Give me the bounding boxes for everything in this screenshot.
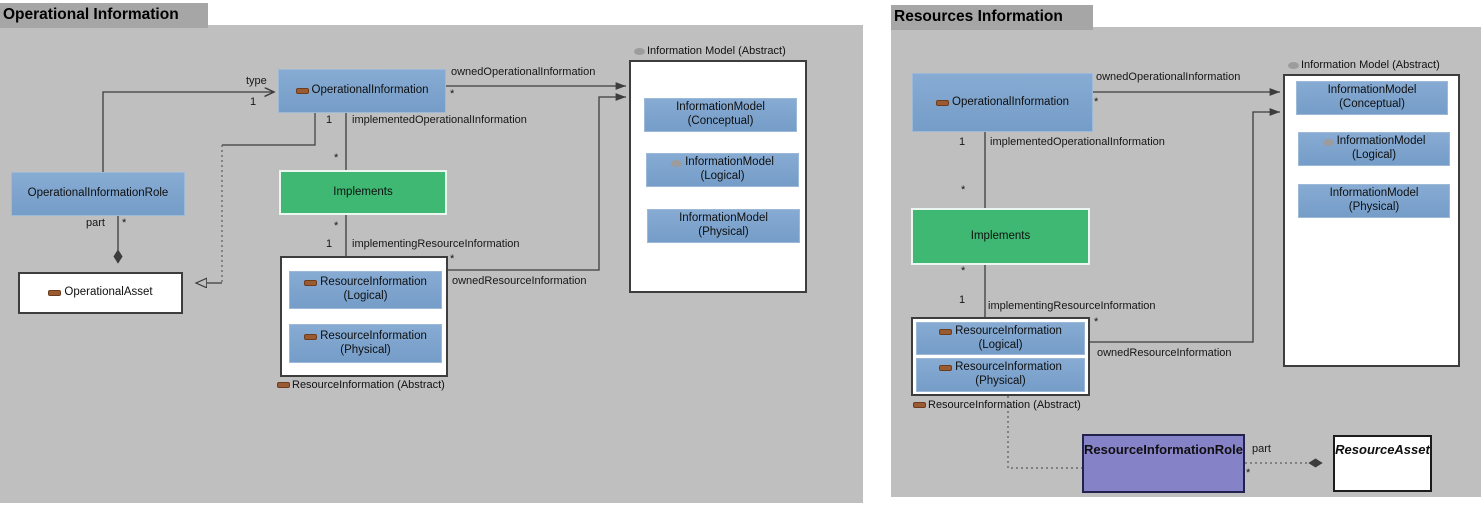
block-icon [939, 365, 953, 372]
edge-mult: * [961, 184, 966, 196]
node-information-model-physical[interactable]: InformationModel (Physical) [647, 209, 800, 243]
edge-label-implemented-operational-information: implementedOperationalInformation [352, 114, 527, 126]
edge-label-owned-resource-information: ownedResourceInformation [1097, 347, 1232, 359]
node-resource-information-logical[interactable]: ResourceInformation (Logical) [916, 322, 1085, 355]
container-label-resource-information-abstract: ResourceInformation (Abstract) [913, 399, 1081, 411]
edge-mult: 1 [959, 136, 966, 148]
node-label: ResourceInformation [955, 361, 1062, 374]
node-resource-information-logical[interactable]: ResourceInformation (Logical) [289, 271, 442, 309]
container-label-information-model-abstract: Information Model (Abstract) [1288, 59, 1440, 71]
edge-mult: 1 [250, 96, 257, 108]
block-icon [304, 280, 318, 287]
container-information-model-abstract[interactable]: InformationModel (Conceptual) Informatio… [629, 60, 807, 293]
abstract-ellipse-icon [1288, 61, 1299, 69]
node-information-model-conceptual[interactable]: InformationModel (Conceptual) [644, 98, 797, 132]
node-implements[interactable]: Implements [279, 170, 447, 215]
edge-label-implementing-resource-information: implementingResourceInformation [352, 238, 520, 250]
edge-label-type: type [246, 75, 267, 87]
container-information-model-abstract[interactable]: InformationModel (Conceptual) Informatio… [1283, 74, 1460, 367]
edge-label-owned-operational-information: ownedOperationalInformation [1096, 71, 1241, 83]
node-label-line2: (Conceptual) [687, 115, 754, 127]
node-information-model-logical[interactable]: InformationModel (Logical) [646, 153, 799, 187]
node-label: OperationalAsset [64, 286, 153, 299]
node-label-line2: (Logical) [978, 338, 1023, 351]
node-label-line2: (Logical) [700, 170, 745, 182]
node-information-model-physical[interactable]: InformationModel (Physical) [1298, 184, 1450, 218]
node-label: ResourceInformation [955, 324, 1062, 337]
edge-label-part: part [86, 217, 105, 229]
edge-mult: 1 [326, 114, 333, 126]
container-label-information-model-abstract: Information Model (Abstract) [634, 45, 786, 57]
edge-mult: 1 [959, 294, 966, 306]
edge-mult: * [122, 217, 127, 229]
block-icon [304, 333, 318, 340]
edge-mult: * [334, 152, 339, 164]
edge-mult: * [450, 253, 455, 265]
node-label-line2: (Physical) [340, 343, 391, 356]
node-information-model-logical[interactable]: InformationModel (Logical) [1298, 132, 1450, 166]
node-operational-information[interactable]: OperationalInformation [912, 73, 1093, 132]
node-label: InformationModel [1327, 84, 1417, 97]
node-resource-information-physical[interactable]: ResourceInformation (Physical) [289, 324, 442, 363]
edge-mult: * [1094, 96, 1099, 108]
block-icon [295, 88, 309, 94]
edge-mult: * [334, 220, 339, 232]
node-label: InformationModel [1336, 135, 1426, 148]
edge-label-implementing-resource-information: implementingResourceInformation [988, 300, 1156, 312]
container-resource-information-abstract[interactable]: ResourceInformation (Logical) ResourceIn… [280, 256, 448, 377]
node-label-line2: (Logical) [343, 290, 388, 302]
edge-mult: * [450, 88, 455, 100]
node-operational-information-role[interactable]: OperationalInformationRole [11, 172, 185, 216]
node-label-line2: (Physical) [1348, 201, 1400, 213]
node-resource-information-physical[interactable]: ResourceInformation (Physical) [916, 358, 1085, 392]
node-label: OperationalInformation [311, 84, 429, 97]
abstract-ellipse-icon [1322, 138, 1334, 146]
block-icon [277, 382, 290, 388]
container-resource-information-abstract[interactable]: ResourceInformation (Logical) ResourceIn… [911, 317, 1090, 396]
edge-label-part: part [1252, 443, 1271, 455]
edge-mult: * [1094, 316, 1099, 328]
node-implements[interactable]: Implements [911, 208, 1090, 265]
node-resource-asset[interactable]: ResourceAsset [1333, 435, 1432, 492]
node-operational-information[interactable]: OperationalInformation [278, 69, 446, 113]
edge-label-owned-resource-information: ownedResourceInformation [452, 275, 587, 287]
node-label: ResourceInformation [320, 276, 427, 289]
node-label-line2: (Physical) [975, 375, 1026, 387]
block-icon [939, 328, 953, 335]
node-label: ResourceInformation [320, 329, 427, 342]
node-label: InformationModel [679, 212, 768, 225]
diagram-title-resources: Resources Information [891, 5, 1093, 30]
node-label: Implements [970, 229, 1031, 242]
block-icon [936, 99, 949, 106]
node-information-model-conceptual[interactable]: InformationModel (Conceptual) [1296, 81, 1448, 115]
abstract-ellipse-icon [634, 47, 645, 55]
node-label: ResourceInformationRole [1084, 442, 1243, 457]
node-label-line2: (Physical) [698, 226, 749, 238]
node-label-line2: (Conceptual) [1339, 98, 1405, 110]
edge-mult: * [961, 265, 966, 277]
node-label: OperationalInformationRole [27, 187, 169, 200]
container-label-resource-information-abstract: ResourceInformation (Abstract) [277, 379, 445, 391]
block-icon [48, 290, 62, 296]
node-label: InformationModel [685, 156, 774, 169]
node-operational-asset[interactable]: OperationalAsset [18, 272, 183, 314]
edge-mult: 1 [326, 238, 333, 250]
node-label-line2: (Logical) [1351, 149, 1397, 161]
diagram-title-operational: Operational Information [0, 3, 208, 28]
node-label: Implements [333, 185, 393, 198]
node-label: InformationModel [1329, 187, 1419, 200]
node-label: ResourceAsset [1335, 442, 1430, 457]
edge-label-implemented-operational-information: implementedOperationalInformation [990, 136, 1165, 148]
edge-mult: * [1246, 467, 1251, 479]
edge-label-owned-operational-information: ownedOperationalInformation [451, 66, 596, 78]
node-label: OperationalInformation [952, 95, 1069, 108]
node-resource-information-role[interactable]: ResourceInformationRole [1082, 434, 1245, 493]
node-label: InformationModel [676, 101, 765, 114]
block-icon [913, 402, 926, 408]
abstract-ellipse-icon [671, 159, 683, 167]
